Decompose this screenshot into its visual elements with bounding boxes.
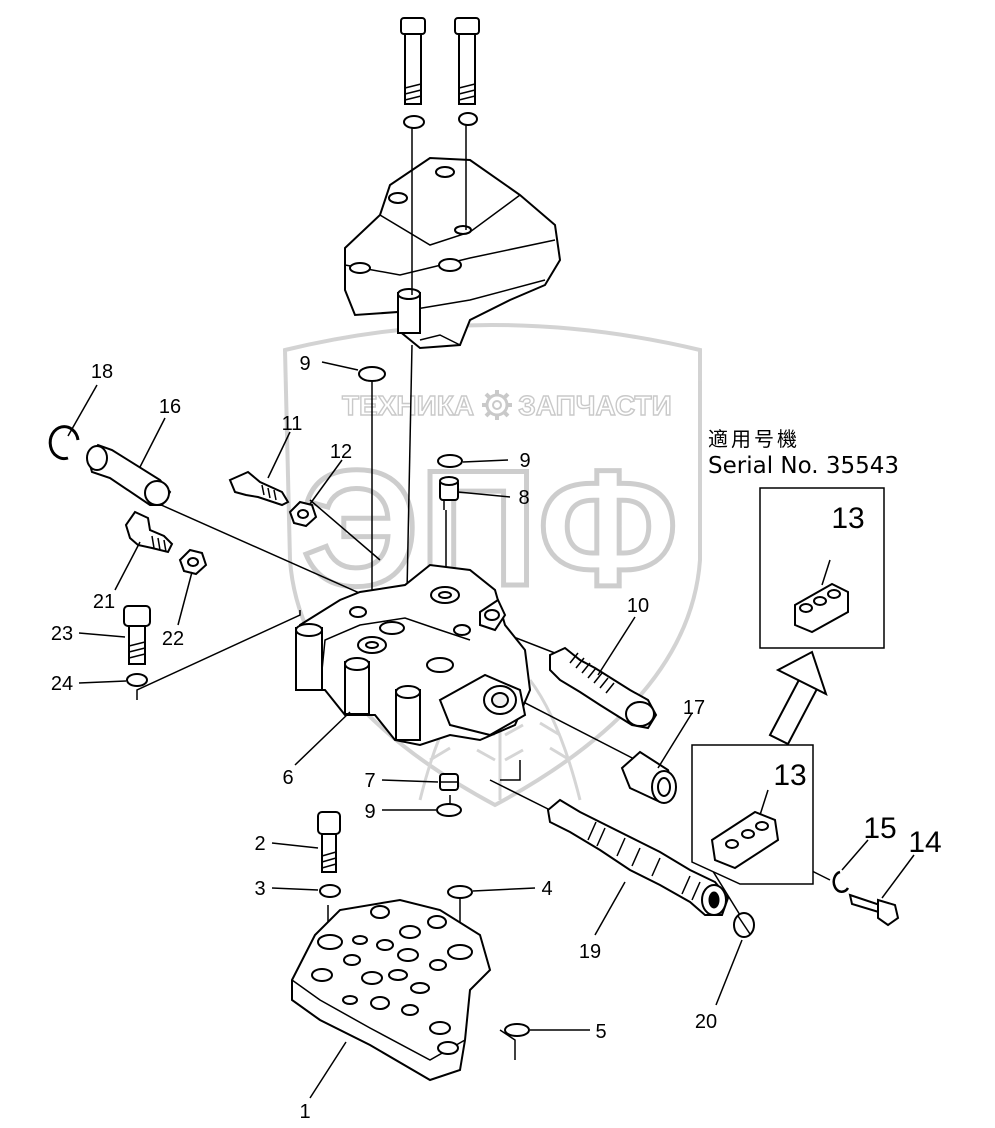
variant-box-lower xyxy=(691,744,814,885)
bracket-21 xyxy=(124,510,174,554)
washer-15 xyxy=(832,870,850,893)
callout-23: 23 xyxy=(51,623,73,645)
callout-5: 5 xyxy=(595,1021,606,1043)
nut-22 xyxy=(178,548,208,576)
pin-16 xyxy=(86,443,172,506)
callout-6: 6 xyxy=(282,767,293,789)
callout-9-top: 9 xyxy=(299,353,310,375)
top-washer-left xyxy=(403,115,425,129)
main-valve-body xyxy=(295,563,532,747)
variant-box-upper xyxy=(759,487,885,649)
o-ring-9-top xyxy=(358,366,386,382)
spool-10 xyxy=(549,646,658,730)
callout-8: 8 xyxy=(518,487,529,509)
cap-20 xyxy=(733,912,755,938)
callout-11: 11 xyxy=(282,413,303,435)
bottom-plate xyxy=(291,898,492,1082)
callout-15: 15 xyxy=(863,812,896,845)
plug-8 xyxy=(439,476,459,510)
variant-arrow-icon xyxy=(768,650,828,746)
callout-19: 19 xyxy=(579,941,601,963)
sleeve-17 xyxy=(620,750,677,804)
fitting-11 xyxy=(228,470,290,507)
plug-7 xyxy=(439,773,459,791)
callout-3: 3 xyxy=(254,878,265,900)
applicability-jp-label: 適用号機 xyxy=(708,427,800,451)
top-washer-right xyxy=(458,112,478,126)
o-ring-9-low xyxy=(436,803,462,817)
nut-12 xyxy=(288,500,318,528)
leader-lines xyxy=(67,361,915,1099)
bolt-23 xyxy=(123,605,151,665)
callout-7: 7 xyxy=(364,770,375,792)
callout-20: 20 xyxy=(695,1011,717,1033)
callout-9-low: 9 xyxy=(364,801,375,823)
callout-10: 10 xyxy=(627,595,649,617)
callout-9-mid: 9 xyxy=(519,450,530,472)
o-ring-9-mid xyxy=(437,454,463,468)
callout-4: 4 xyxy=(541,878,552,900)
gear-icon xyxy=(482,390,512,420)
watermark-brand-right: ЗАПЧАСТИ xyxy=(518,390,671,421)
callout-1: 1 xyxy=(299,1101,310,1123)
callout-18: 18 xyxy=(91,361,113,383)
callout-16: 16 xyxy=(159,396,181,418)
callout-21: 21 xyxy=(93,591,115,613)
callout-17: 17 xyxy=(683,697,705,719)
callout-13-lower: 13 xyxy=(773,759,806,792)
callout-13-upper: 13 xyxy=(831,502,864,535)
bolt-14 xyxy=(848,893,900,927)
callout-24: 24 xyxy=(51,673,73,695)
top-bolt-right xyxy=(454,17,480,105)
bolt-2 xyxy=(317,811,341,873)
washer-24 xyxy=(126,673,148,687)
callout-22: 22 xyxy=(162,628,184,650)
callout-12: 12 xyxy=(330,441,352,463)
washer-3 xyxy=(319,884,341,898)
snap-ring-18 xyxy=(48,425,80,461)
watermark-brand-left: ТЕХНИКА xyxy=(342,390,474,421)
callouts: 1 2 3 4 5 6 7 8 9 9 9 10 11 12 13 13 14 … xyxy=(51,353,942,1123)
o-ring-4 xyxy=(447,885,473,899)
o-ring-5 xyxy=(504,1023,530,1037)
top-valve-housing xyxy=(344,156,562,350)
top-bolt-left xyxy=(400,17,426,105)
callout-2: 2 xyxy=(254,833,265,855)
serial-number-label: Serial No. 35543 xyxy=(708,453,899,479)
callout-14: 14 xyxy=(908,826,941,859)
spool-19 xyxy=(546,798,730,916)
